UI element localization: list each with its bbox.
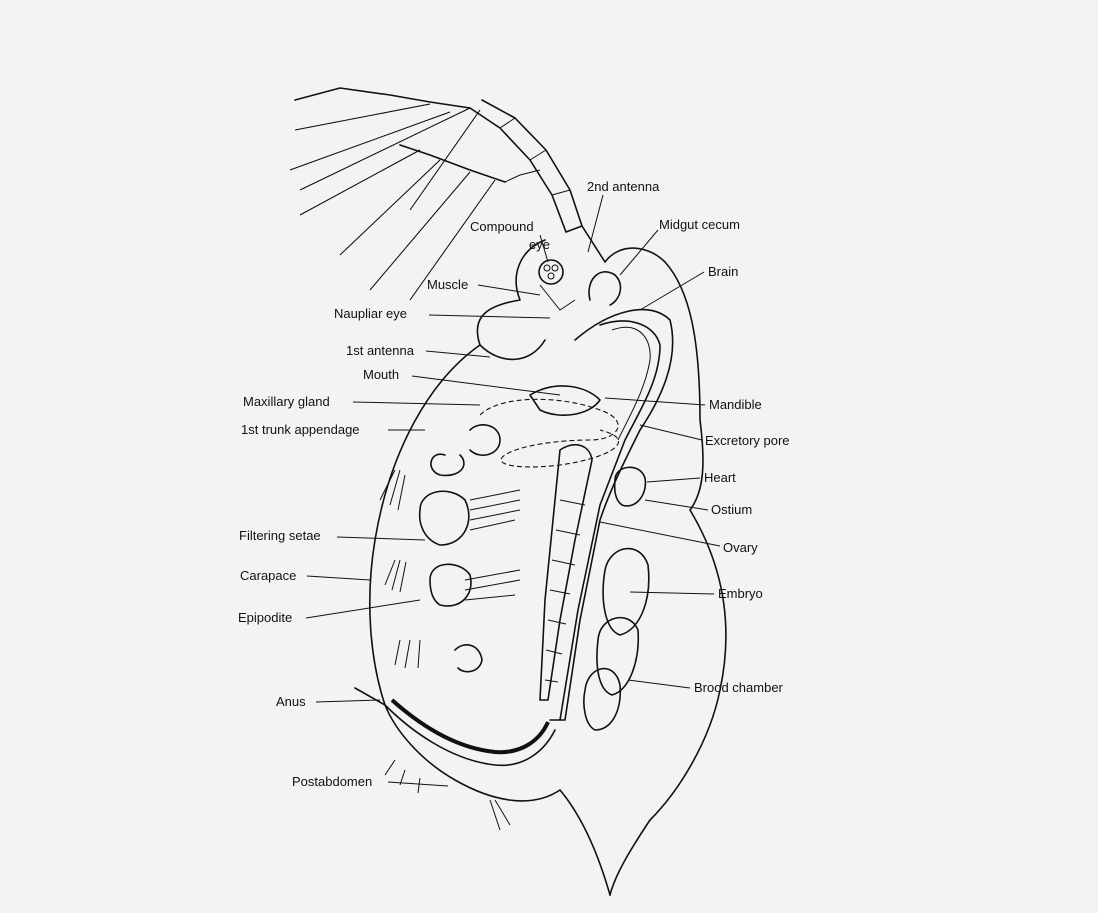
label-carapace: Carapace [240, 568, 296, 583]
label-muscle: Muscle [427, 277, 468, 292]
label-excretory-pore: Excretory pore [705, 433, 790, 448]
maxillary-gland-drawing [480, 399, 619, 467]
label-midgut-cecum: Midgut cecum [659, 217, 740, 232]
trunk-appendages-drawing [380, 425, 520, 672]
label-brain: Brain [708, 264, 738, 279]
compound-eye-drawing [539, 260, 575, 310]
label-naupliar-eye: Naupliar eye [334, 306, 407, 321]
label-anus: Anus [276, 694, 306, 709]
label-1st-antenna: 1st antenna [346, 343, 415, 358]
label-compound-eye-line1: Compound [470, 219, 534, 234]
label-mandible: Mandible [709, 397, 762, 412]
label-postabdomen: Postabdomen [292, 774, 372, 789]
label-ovary: Ovary [723, 540, 758, 555]
carapace-outline [370, 345, 480, 705]
embryo-drawing [584, 549, 649, 730]
label-brood-chamber: Brood chamber [694, 680, 784, 695]
label-mouth: Mouth [363, 367, 399, 382]
label-maxillary-gland: Maxillary gland [243, 394, 330, 409]
label-2nd-antenna: 2nd antenna [587, 179, 660, 194]
label-heart: Heart [704, 470, 736, 485]
head-outline [605, 248, 726, 895]
ovary-drawing [540, 445, 592, 700]
leader-lines [306, 195, 720, 786]
labels: 2nd antenna Compound eye Midgut cecum Br… [238, 179, 790, 789]
label-embryo: Embryo [718, 586, 763, 601]
label-ostium: Ostium [711, 502, 752, 517]
label-epipodite: Epipodite [238, 610, 292, 625]
label-filtering-setae: Filtering setae [239, 528, 321, 543]
label-compound-eye-line2: eye [529, 237, 550, 252]
label-1st-trunk-appendage: 1st trunk appendage [241, 422, 360, 437]
